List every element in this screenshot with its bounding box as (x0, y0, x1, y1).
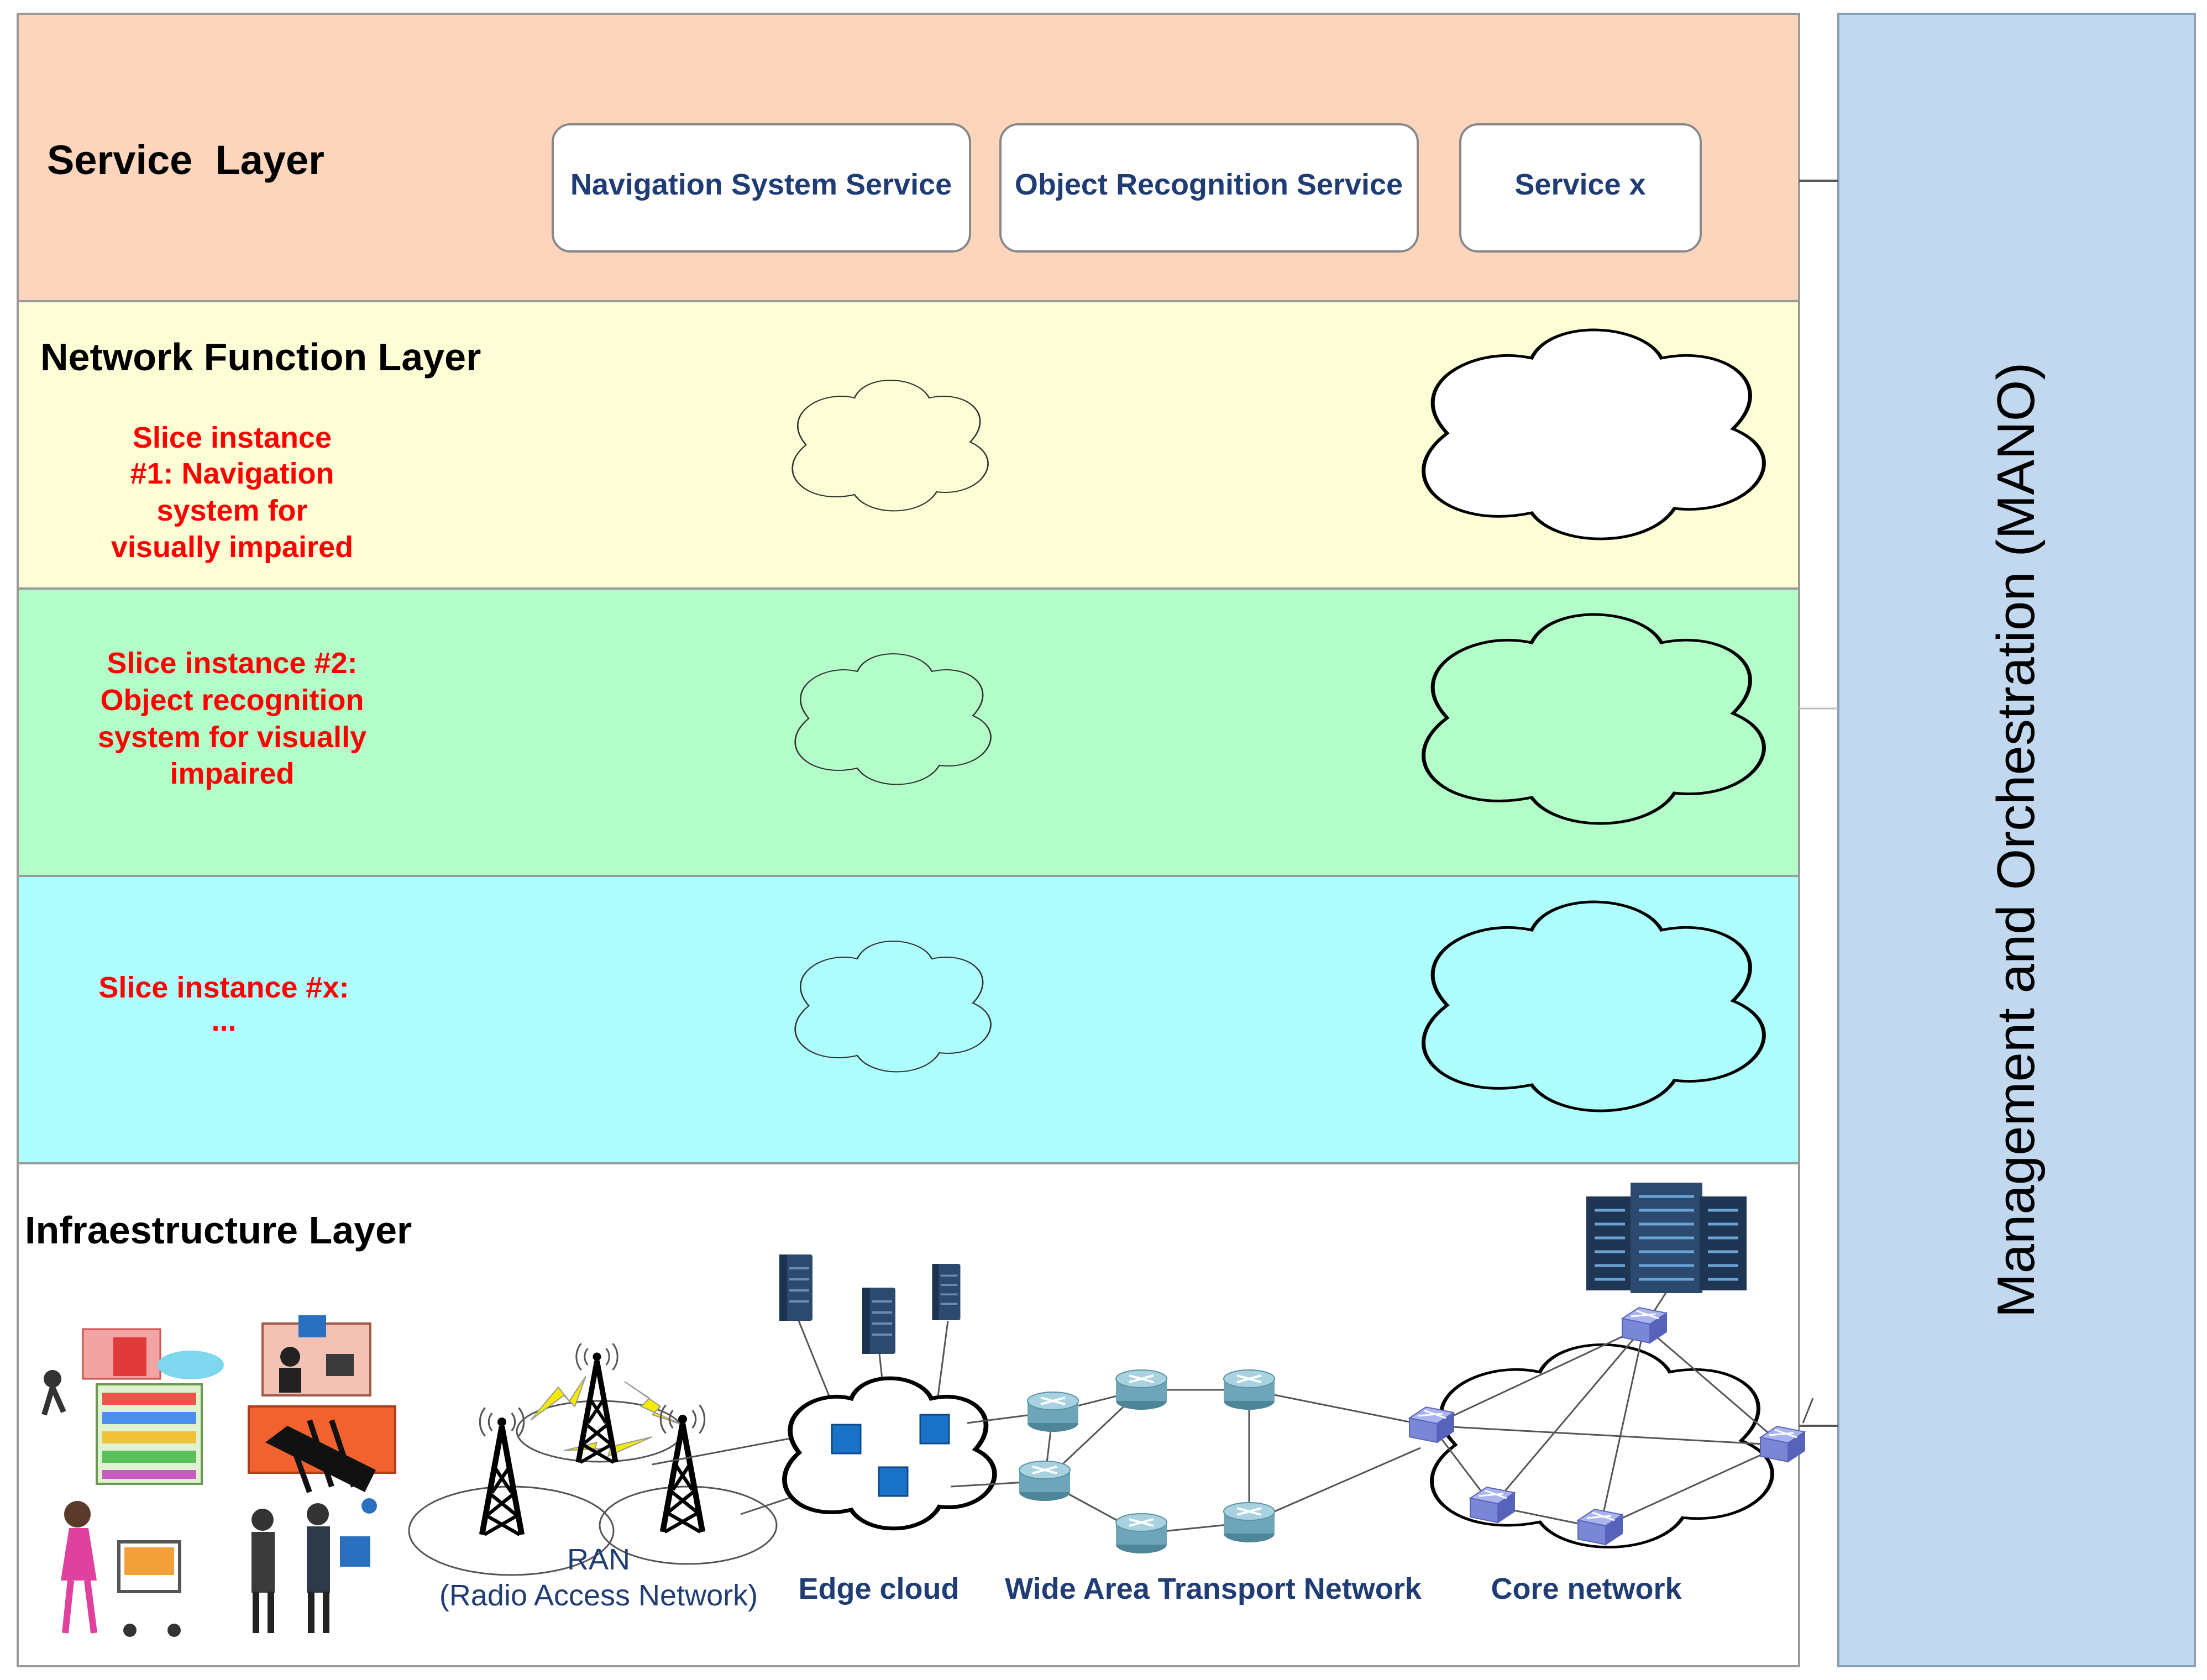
edge-cloud-label: Edge cloud (798, 1572, 959, 1605)
service-layer-title: Service Layer (47, 137, 324, 183)
use-case-images (41, 1315, 396, 1637)
service-label-object-recognition: Object Recognition Service (1015, 168, 1403, 201)
slicex-line: ... (211, 1004, 236, 1037)
network-link (1431, 1325, 1645, 1427)
network-link (652, 1436, 799, 1466)
service-box-service-x: Service x (1459, 123, 1702, 253)
router-icon (1115, 1369, 1168, 1411)
hands-image (248, 1405, 396, 1514)
slice2-line: Object recognition (100, 684, 364, 717)
edge-node-icon (878, 1466, 909, 1497)
transport-network-label: Wide Area Transport Network (1005, 1572, 1422, 1605)
edge-cloud: Edge cloud (778, 1253, 994, 1605)
network-link (1249, 1389, 1429, 1427)
slice1-line: #1: Navigation (130, 457, 334, 490)
server-icon (861, 1287, 897, 1355)
slice1-large-cloud (1424, 330, 1764, 539)
ran-label-line2: (Radio Access Network) (439, 1579, 758, 1612)
edge-node-icon (831, 1424, 862, 1455)
network-link (1431, 1425, 1783, 1446)
edge-cloud-shape (784, 1378, 994, 1529)
core-network: Core network (1408, 1183, 1806, 1605)
service-box-navigation: Navigation System Service (552, 123, 971, 253)
network-link (1491, 1326, 1645, 1506)
router-icon (1223, 1369, 1276, 1411)
slicex-label: Slice instance #x: ... (98, 971, 349, 1037)
slice2-label: Slice instance #2: Object recognition sy… (98, 647, 366, 790)
street-scene-image (41, 1328, 224, 1416)
mano-panel (1837, 13, 2196, 1667)
infrastructure-layer-title: Infraestructure Layer (25, 1209, 412, 1252)
slice2-line: impaired (170, 757, 294, 790)
computer-user-image (261, 1315, 371, 1397)
network-link (1644, 1325, 1783, 1446)
server-icon (931, 1263, 962, 1321)
core-network-label: Core network (1491, 1572, 1682, 1605)
transport-network: Wide Area Transport Network (950, 1369, 1429, 1605)
mano-label: Management and Orchestration (MANO) (1986, 363, 2046, 1318)
ran-area: RAN (Radio Access Network) (408, 1343, 778, 1612)
service-label-navigation: Navigation System Service (570, 168, 952, 201)
people-talking-image (251, 1503, 370, 1633)
service-label-service-x: Service x (1514, 168, 1645, 201)
network-function-layer-title: Network Function Layer (40, 335, 481, 379)
ran-label-line1: RAN (567, 1543, 630, 1576)
service-box-object-recognition: Object Recognition Service (999, 123, 1419, 253)
router-icon (1223, 1502, 1276, 1544)
slice1-line: Slice instance (133, 421, 332, 454)
edge-node-icon (919, 1414, 950, 1445)
mano-connector-tick (1802, 1398, 1814, 1424)
slice1-line: system for (156, 494, 307, 527)
network-link (1599, 1326, 1645, 1529)
router-icon (1018, 1460, 1071, 1502)
slice2-large-cloud (1424, 615, 1764, 823)
slice2-line: system for visually (98, 721, 366, 754)
slicex-large-cloud (1424, 902, 1764, 1111)
supermarket-shelf-image (96, 1383, 203, 1485)
datacenter-server-rack-icon (1586, 1183, 1747, 1293)
slice1-label: Slice instance #1: Navigation system for… (111, 421, 353, 564)
slice1-line: visually impaired (111, 531, 353, 564)
shopper-image (61, 1501, 181, 1637)
network-link (1600, 1444, 1783, 1529)
server-icon (778, 1253, 814, 1322)
router-icon (1026, 1391, 1079, 1433)
slice2-line: Slice instance #2: (107, 647, 357, 680)
network-link (1249, 1447, 1421, 1524)
router-icon (1115, 1513, 1168, 1555)
lightning-bolt (530, 1376, 586, 1421)
slicex-line: Slice instance #x: (98, 971, 349, 1004)
